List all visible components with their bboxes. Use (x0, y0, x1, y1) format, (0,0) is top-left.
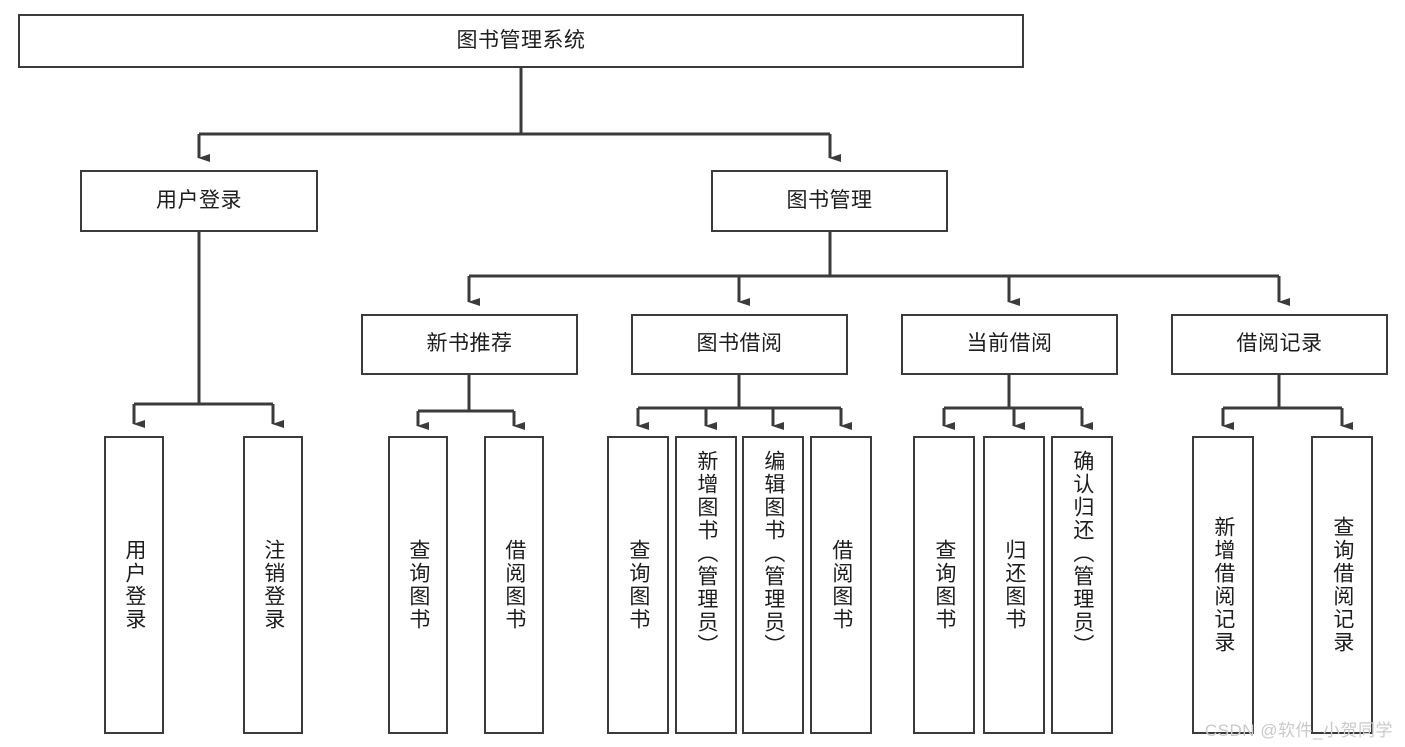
node-book-manage-label: 图书管理 (786, 188, 873, 212)
node-user-login[interactable]: 用户登录 (80, 170, 318, 232)
leaf-borrow-book[interactable]: 借阅图书 (810, 436, 872, 734)
leaf-add-book-admin[interactable]: 新增图书（管理员） (675, 436, 737, 734)
node-root-label: 图书管理系统 (456, 28, 586, 52)
leaf-add-borrow-record-label: 新增借阅记录 (1211, 516, 1235, 654)
leaf-query-borrow-record-label: 查询借阅记录 (1330, 516, 1354, 654)
leaf-return-book[interactable]: 归还图书 (983, 436, 1045, 734)
leaf-query-book-recommend[interactable]: 查询图书 (388, 436, 448, 734)
leaf-query-book-current-label: 查询图书 (932, 539, 956, 631)
leaf-borrow-book-recommend[interactable]: 借阅图书 (484, 436, 544, 734)
node-root[interactable]: 图书管理系统 (18, 14, 1024, 68)
leaf-confirm-return-admin-label: 确认归还（管理员） (1070, 450, 1094, 657)
leaf-borrow-book-recommend-label: 借阅图书 (502, 539, 526, 631)
node-current-borrow-label: 当前借阅 (966, 332, 1053, 356)
node-new-book-recommend[interactable]: 新书推荐 (361, 314, 578, 375)
leaf-user-login[interactable]: 用户登录 (104, 436, 164, 734)
leaf-edit-book-admin[interactable]: 编辑图书（管理员） (742, 436, 804, 734)
leaf-query-borrow-record[interactable]: 查询借阅记录 (1311, 436, 1373, 734)
leaf-edit-book-admin-label: 编辑图书（管理员） (761, 450, 785, 657)
node-book-borrow-label: 图书借阅 (696, 332, 783, 356)
leaf-confirm-return-admin[interactable]: 确认归还（管理员） (1051, 436, 1113, 734)
node-current-borrow[interactable]: 当前借阅 (901, 314, 1118, 375)
leaf-borrow-book-label: 借阅图书 (829, 539, 853, 631)
leaf-add-book-admin-label: 新增图书（管理员） (694, 450, 718, 657)
leaf-query-book-recommend-label: 查询图书 (406, 539, 430, 631)
node-book-manage[interactable]: 图书管理 (711, 170, 948, 232)
leaf-return-book-label: 归还图书 (1002, 539, 1026, 631)
csdn-watermark: CSDN @软件_小贺同学 (1204, 721, 1393, 740)
leaf-logout[interactable]: 注销登录 (243, 436, 303, 734)
leaf-query-book-current[interactable]: 查询图书 (913, 436, 975, 734)
leaf-logout-label: 注销登录 (261, 539, 285, 631)
leaf-query-book-borrow[interactable]: 查询图书 (607, 436, 669, 734)
node-user-login-label: 用户登录 (156, 188, 242, 212)
node-borrow-record[interactable]: 借阅记录 (1171, 314, 1388, 375)
leaf-query-book-borrow-label: 查询图书 (626, 539, 650, 631)
leaf-add-borrow-record[interactable]: 新增借阅记录 (1192, 436, 1254, 734)
leaf-user-login-label: 用户登录 (122, 539, 146, 631)
node-book-borrow[interactable]: 图书借阅 (631, 314, 848, 375)
node-borrow-record-label: 借阅记录 (1236, 332, 1323, 356)
node-new-book-recommend-label: 新书推荐 (426, 332, 513, 356)
